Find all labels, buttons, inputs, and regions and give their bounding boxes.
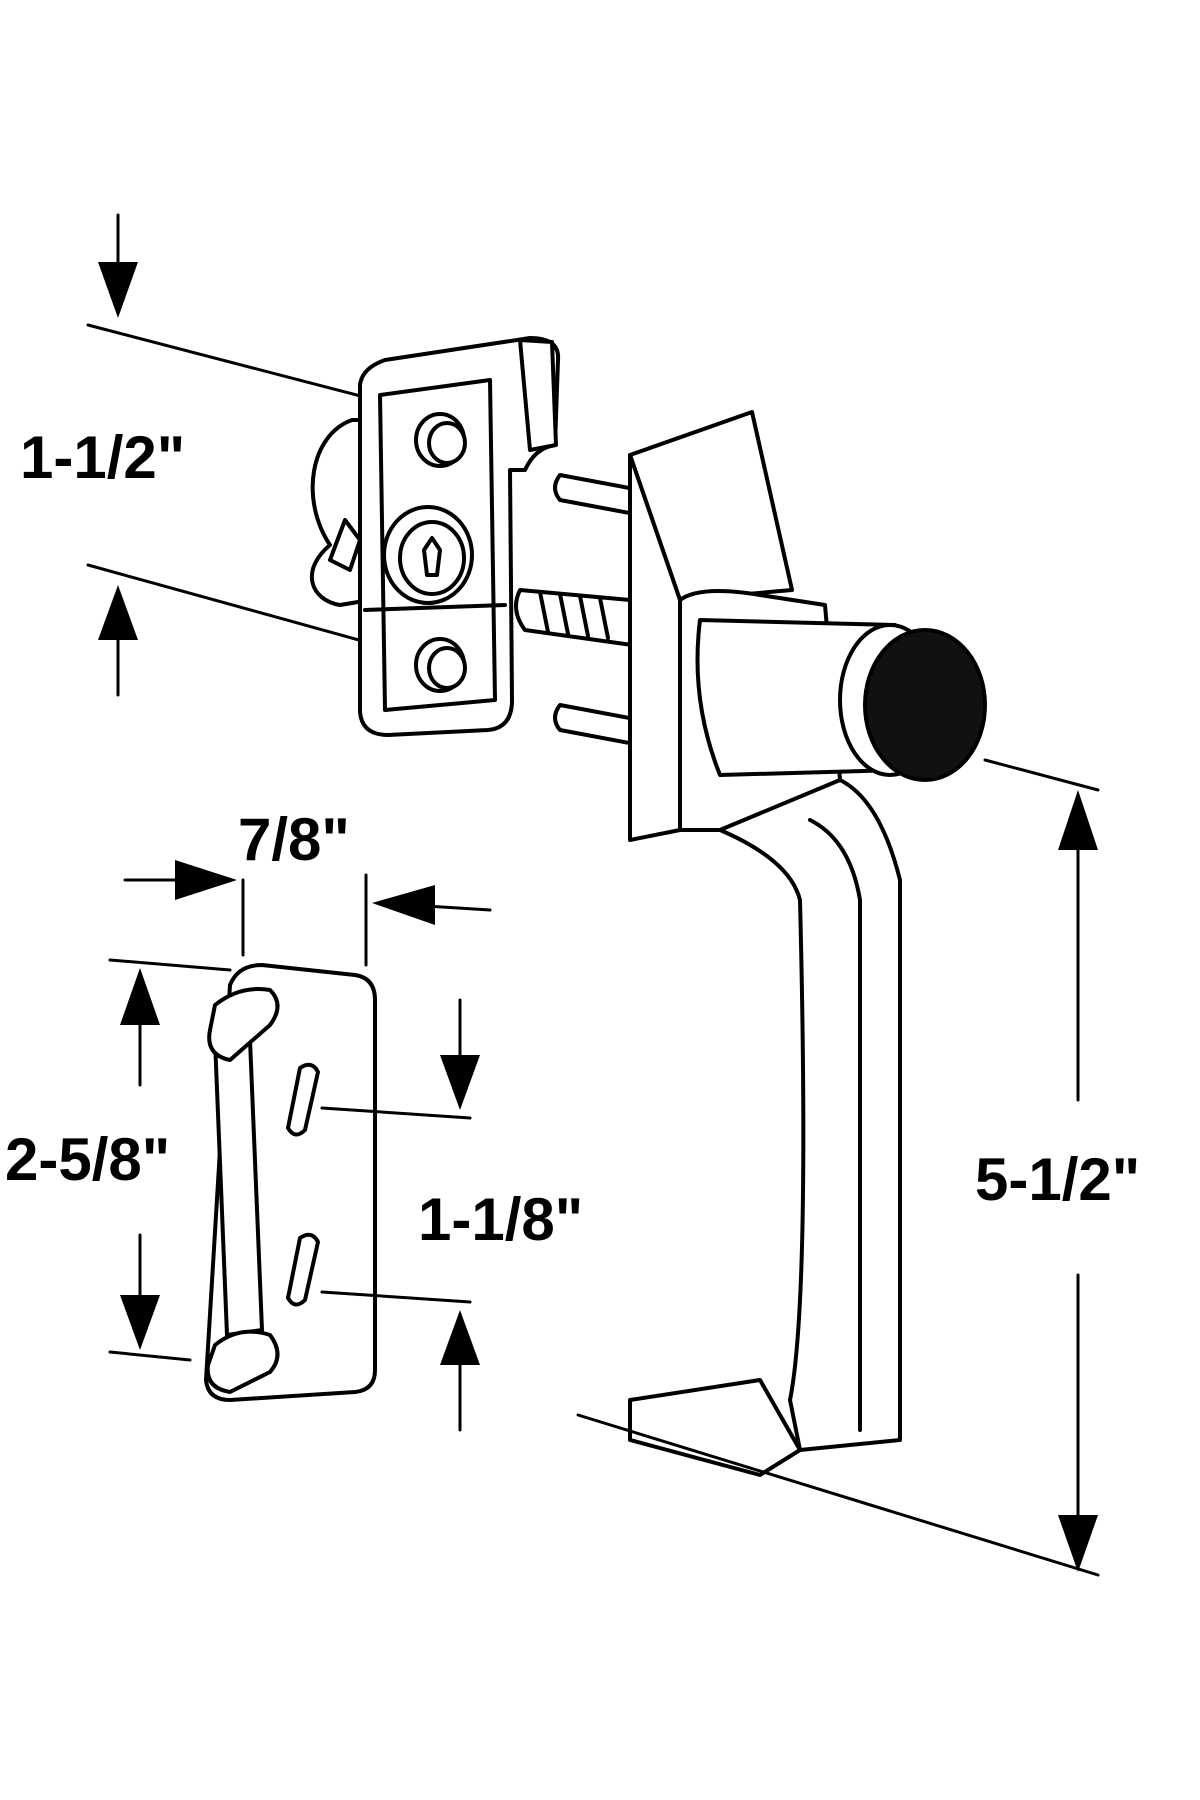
handle-height-dimension: 5-1/2" xyxy=(975,790,1140,1572)
handle-grip xyxy=(718,778,902,1452)
handle-foot xyxy=(628,1378,802,1477)
lock-plate-divider xyxy=(363,603,507,612)
keyhole-icon xyxy=(422,536,442,577)
lock-top-extension-line xyxy=(86,323,397,407)
slot-top-extension-line xyxy=(320,1106,472,1120)
lock-screw-hole-bottom-inner xyxy=(427,646,467,690)
mounting-screws xyxy=(514,473,642,747)
keeper-bottom-extension-line xyxy=(108,1350,192,1362)
hole-spacing-arrow-top-head xyxy=(440,1055,480,1110)
hole-spacing-arrow-bottom-head xyxy=(440,1310,480,1365)
handle-bottom-extension-line xyxy=(576,1413,1100,1577)
keeper-height-dimension: 2-5/8" xyxy=(5,968,170,1350)
keeper-rail-bottom-knob xyxy=(205,1329,280,1394)
latch-handle xyxy=(576,410,1100,1577)
screw-thread-lines xyxy=(538,590,610,640)
screw-top-icon xyxy=(553,473,642,517)
keeper-width-dimension: 7/8" xyxy=(123,806,492,925)
push-button-knob-icon xyxy=(863,628,987,782)
screw-threaded-icon xyxy=(514,588,634,647)
handle-height-arrow-top-head xyxy=(1058,790,1098,850)
keeper-width-label: 7/8" xyxy=(238,806,350,873)
lock-cylinder-housing xyxy=(86,323,561,737)
lock-bottom-extension-line xyxy=(86,563,397,652)
keeper-height-label: 2-5/8" xyxy=(5,1126,170,1193)
slot-bottom-extension-line xyxy=(320,1290,472,1304)
keeper-width-arrow-right-head xyxy=(372,885,435,925)
keeper-slot-top-icon xyxy=(286,1062,320,1137)
keeper-rail-top-knob xyxy=(207,987,280,1062)
lock-height-dimension: 1-1/2" xyxy=(20,213,185,697)
keeper-height-arrow-bottom-head xyxy=(120,1295,160,1350)
keeper-plate xyxy=(108,873,472,1402)
handle-grip-ridge xyxy=(808,818,862,1432)
keeper-width-arrow-left-head xyxy=(175,860,237,900)
hole-spacing-dimension: 1-1/8" xyxy=(418,998,583,1432)
hole-spacing-label: 1-1/8" xyxy=(418,1186,583,1253)
lock-height-label: 1-1/2" xyxy=(20,424,185,491)
screw-bottom-icon xyxy=(553,703,642,747)
lock-height-arrow-bottom-head xyxy=(98,585,138,640)
lock-hook xyxy=(518,338,558,452)
keeper-slot-bottom-icon xyxy=(286,1232,320,1307)
lock-tab xyxy=(328,518,362,572)
keeper-height-arrow-top-head xyxy=(120,968,160,1025)
handle-height-label: 5-1/2" xyxy=(975,1146,1140,1213)
handle-height-arrow-bottom-head xyxy=(1058,1515,1098,1572)
keeper-top-extension-line xyxy=(108,958,232,972)
lock-screw-hole-top-inner xyxy=(427,421,467,465)
lock-plate-inner-edge xyxy=(378,378,497,712)
handle-top-extension-line xyxy=(983,758,1100,792)
lock-height-arrow-top-head xyxy=(98,262,138,318)
